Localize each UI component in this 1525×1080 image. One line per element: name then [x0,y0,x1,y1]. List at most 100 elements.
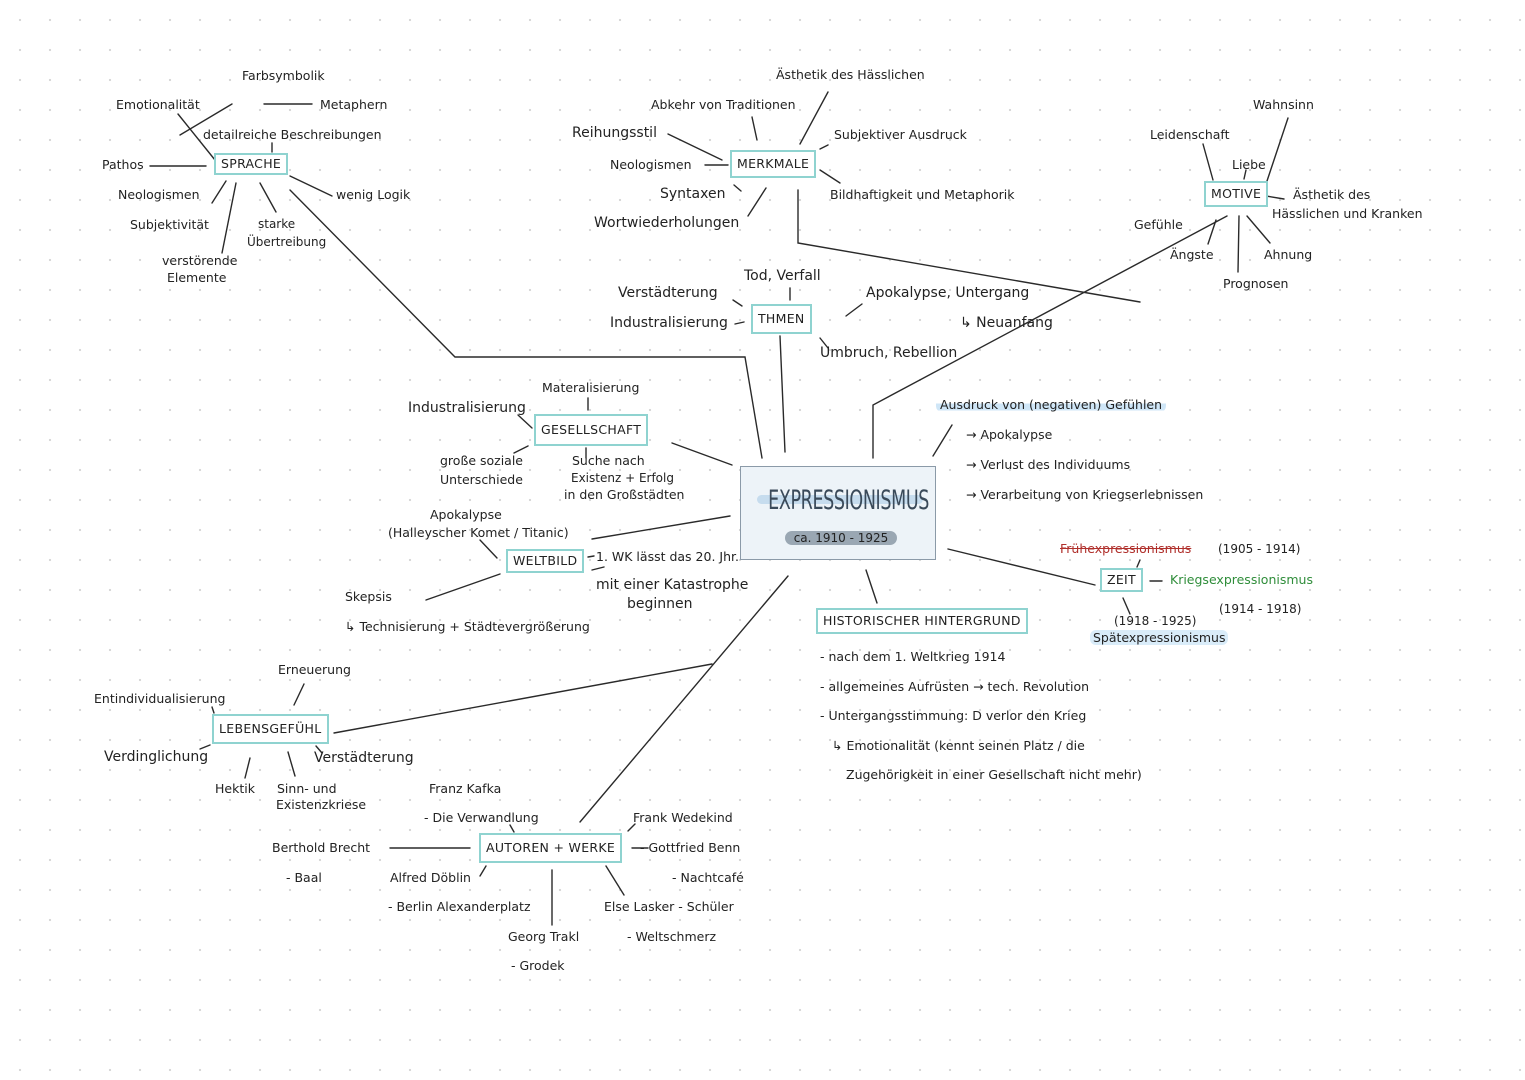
themen-item: Apokalypse, Untergang [866,285,1030,301]
gesellschaft-item: Unterschiede [440,472,523,487]
zeit-item: Spätexpressionismus [1090,630,1229,645]
connector [425,573,501,601]
connector [244,757,251,779]
sprache-item: Neologismen [118,187,200,202]
historisch-item: ↳ Emotionalität (kennt seinen Platz / di… [832,738,1085,753]
autoren-item: - Weltschmerz [627,929,717,944]
connector [797,189,1141,303]
themen-item: Umbruch, Rebellion [820,345,958,361]
connector [671,442,733,466]
connector [591,515,731,540]
weltbild-item: (Halleyscher Komet / Titanic) [388,525,569,540]
ausdruck-item: Ausdruck von (negativen) Gefühlen [936,397,1167,412]
connector [179,103,233,136]
sprache-item: starke [258,217,296,231]
sprache-item: Pathos [102,157,144,172]
lebensgefuehl-item: Verdinglichung [104,749,209,765]
weltbild-item: mit einer Katastrophe [596,577,749,593]
connector [799,91,829,145]
connector [1237,215,1240,273]
zeit-item: Kriegsexpressionismus [1170,572,1313,587]
connector [199,744,211,750]
weltbild-item: beginnen [627,596,693,612]
merkmale-item: Bildhaftigkeit und Metaphorik [830,187,1015,202]
zeit-item: (1905 - 1914) [1218,542,1301,556]
connector [289,175,333,197]
connector [865,569,878,604]
gesellschaft-node: GESELLSCHAFT [534,414,649,446]
connector [1246,215,1271,244]
autoren-item: - Baal [286,870,322,885]
autoren-item: Franz Kafka [429,781,502,796]
connector [517,414,533,429]
gesellschaft-item: in den Großstädten [564,487,685,502]
themen-item: ↳ Neuanfang [960,315,1053,331]
connector [221,182,237,254]
connector [315,745,323,754]
autoren-item: - Gottfried Benn [640,840,741,855]
autoren-item: Frank Wedekind [633,810,733,825]
ausdruck-item: → Apokalypse [966,427,1053,442]
connector [513,445,529,454]
motive-node: MOTIVE [1204,181,1269,207]
connector [479,539,498,559]
sprache-item: Übertreibung [247,235,327,249]
connector [734,321,745,325]
sprache-item: Emotionalität [116,97,200,112]
weltbild-node: WELTBILD [506,549,585,573]
merkmale-node: MERKMALE [730,150,817,178]
gesellschaft-item: Suche nach [572,453,645,468]
motive-item: Leidenschaft [1150,127,1230,142]
motive-item: Ahnung [1264,247,1313,262]
connector [732,299,743,307]
autoren-item: Else Lasker - Schüler [604,899,734,914]
connector [932,424,953,457]
historisch-item: Zugehörigkeit in einer Gesellschaft nich… [846,767,1142,782]
sprache-item: wenig Logik [336,187,411,202]
autoren-item: - Berlin Alexanderplatz [388,899,531,914]
gesellschaft-item: Materalisierung [542,380,640,395]
zeit-late-label: Spätexpressionismus [1090,630,1229,645]
zeit-item: Frühexpressionismus [1060,541,1192,556]
connector [1243,169,1247,180]
motive-item: Gefühle [1134,217,1183,232]
connector [579,575,789,823]
weltbild-item: 1. WK lässt das 20. Jhr. [596,549,739,564]
autoren-item: - Die Verwandlung [424,810,539,825]
autoren-item: Berthold Brecht [272,840,371,855]
motive-item: Liebe [1232,157,1266,172]
sprache-item: detailreiche Beschreibungen [203,127,382,142]
connector [587,555,595,558]
connector [667,133,723,161]
connector [872,215,1228,459]
connector [177,113,216,161]
connector [605,865,625,896]
connector [747,187,767,217]
connector [627,823,636,832]
weltbild-item: Apokalypse [430,507,502,522]
connector [293,683,305,706]
connector [1265,195,1285,200]
gesellschaft-item: Industralisierung [408,400,526,416]
weltbild-item: ↳ Technisierung + Städtevergrößerung [345,619,590,634]
weltbild-item: Skepsis [345,589,392,604]
autoren-node: AUTOREN + WERKE [479,833,623,863]
merkmale-item: Wortwiederholungen [594,215,740,231]
connector [779,335,786,453]
zeit-node: ZEIT [1100,568,1143,592]
ausdruck-headline: Ausdruck von (negativen) Gefühlen [936,397,1167,412]
connector [819,144,829,150]
themen-item: Tod, Verfall [744,268,821,284]
center-node: EXPRESSIONISMUS ca. 1910 - 1925 [740,466,936,560]
lebensgefuehl-item: Entindividualisierung [94,691,226,706]
lebensgefuehl-item: Erneuerung [278,662,351,677]
ausdruck-item: → Verarbeitung von Kriegserlebnissen [966,487,1204,502]
connector [1136,559,1141,568]
themen-node: THMEN [751,304,812,334]
connector [947,548,1096,586]
connector [289,189,763,459]
motive-item: Hässlichen und Kranken [1272,206,1423,221]
connector [733,184,742,192]
lebensgefuehl-item: Sinn- und [277,781,337,796]
